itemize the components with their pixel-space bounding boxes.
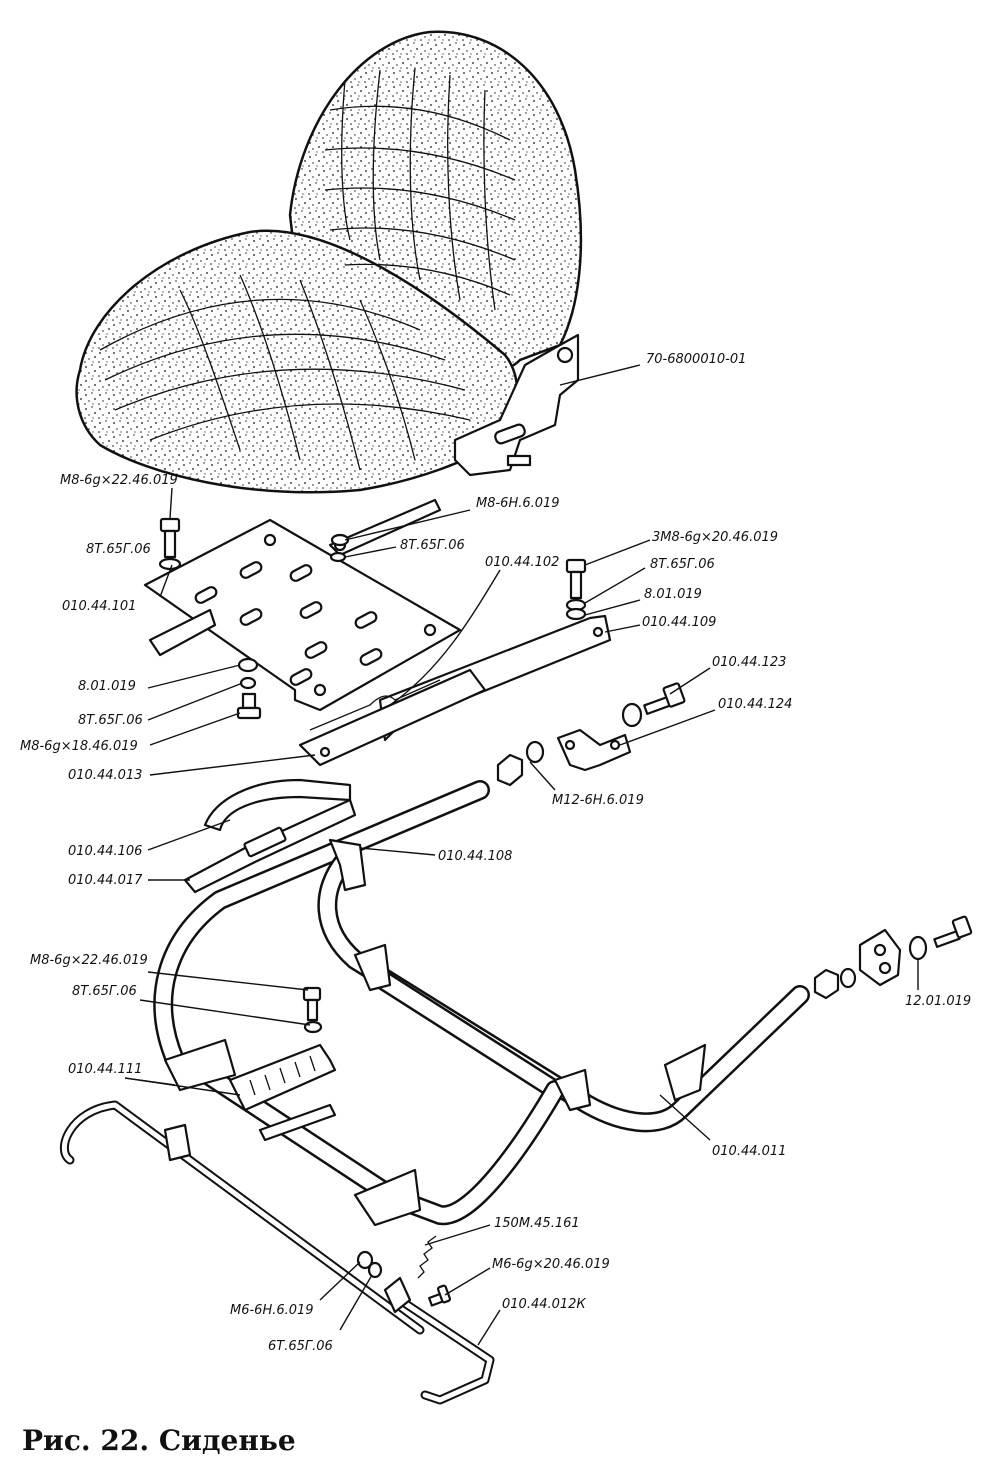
label-bolt-m6: М6-6g×20.46.019 [492,1257,610,1272]
bolt-m8-22-top-part [158,517,182,571]
label-seat: 70-6800010-01 [646,352,746,367]
label-washer-8t-e: 8Т.65Г.06 [72,984,137,999]
rail-013-part [298,668,487,767]
frame-bracket [553,1068,592,1112]
rod-bracket [163,1123,192,1162]
washer-right-end [839,967,857,989]
nut-m8-top-part [330,533,350,547]
right-end-bracket [858,928,902,987]
rail-hole [319,746,331,758]
label-nut-m6: М6-6Н.6.019 [230,1303,314,1318]
adjustment-plate-group [143,518,462,712]
plate-bracket [148,608,217,657]
label-washer-1201: 12.01.019 [905,994,971,1009]
label-bolt-3m8: 3М8-6g×20.46.019 [652,530,778,545]
bolt-m8-18-part [236,692,262,720]
rack-teeth-lines [249,1055,316,1096]
bolt-m6-part [428,1284,452,1307]
washer-8t-b-part [329,551,347,563]
backrest-quilting [324,67,516,311]
bolt-3m8-part [565,558,587,621]
spring-strip-106-part [203,778,352,832]
label-rail-109: 010.44.109 [642,615,716,630]
nut-m6-part [356,1250,374,1270]
washer-round-part [621,702,643,728]
end-bracket-hole [873,943,887,957]
label-bracket-124: 010.44.124 [718,697,792,712]
nut-right-end [813,968,840,1000]
upper-slide-strip [328,498,442,557]
label-bolt-m8-22-low: М8-6g×22.46.019 [30,953,148,968]
rail-hole [592,626,604,638]
label-washer-6t: 6Т.65Г.06 [268,1339,333,1354]
seat-assembly [75,30,583,494]
bracket-hole [609,739,621,751]
frame-bracket [353,1168,422,1227]
label-rail-013: 010.44.013 [68,768,142,783]
bolt-123-part [643,682,686,715]
label-washer-8t-b: 8Т.65Г.06 [400,538,465,553]
plate-hole [313,683,327,697]
washer-6t-part [367,1261,383,1279]
label-washer-8t-c: 8Т.65Г.06 [650,557,715,572]
label-rail-102: 010.44.102 [485,555,559,570]
frame-bracket [353,943,392,992]
label-bolt-123: 010.44.123 [712,655,786,670]
leader-lines [124,364,919,1346]
label-lever-017: 010.44.017 [68,873,143,888]
hinge-hole [556,346,574,364]
bolt-m8-22-low-part [302,986,323,1034]
bracket-124-part [556,728,632,772]
label-washer-8t-d: 8Т.65Г.06 [78,713,143,728]
bracket-108-part [328,838,367,892]
frame-bracket [663,1043,707,1102]
rod-012k-part [59,1100,495,1405]
washer-8t-d-part [239,676,257,690]
frame-foot [258,1103,337,1142]
washer-801-b-part [237,657,259,673]
frame-011-part [153,780,810,1226]
plate-slots [194,561,383,686]
label-rod-012k: 010.44.012К [502,1297,586,1312]
label-plate-101: 010.44.101 [62,599,136,614]
wire-102 [309,679,441,731]
nut-m12-part [496,753,524,787]
label-nut-m12: М12-6Н.6.019 [552,793,644,808]
washer-m12-part [525,740,545,764]
cushion-quilting [99,274,471,471]
washer-1201-part [908,935,928,961]
bracket-hole [564,739,576,751]
label-frame-011: 010.44.011 [712,1144,786,1159]
hinge-slot [494,423,526,445]
rack-111-part [163,1038,237,1092]
label-rack-111: 010.44.111 [68,1062,142,1077]
label-bolt-m8-18: М8-6g×18.46.019 [20,739,138,754]
label-washer-801-a: 8.01.019 [644,587,702,602]
seat-hinge-bracket [453,333,580,477]
lever-block [243,826,287,858]
label-washer-801-b: 8.01.019 [78,679,136,694]
bolt-right-end [933,915,973,948]
spring-150m-part [417,1235,437,1279]
part-labels: 70-6800010-01 М8-6g×22.46.019 М8-6Н.6.01… [20,352,971,1354]
label-spring-150m: 150М.45.161 [494,1216,580,1231]
hinge-tab [506,454,532,467]
plate-hole [423,623,437,637]
rod-lever-plate [383,1276,412,1314]
label-bolt-m8-22-top: М8-6g×22.46.019 [60,473,178,488]
end-bracket-hole [878,961,892,975]
label-bracket-108: 010.44.108 [438,849,512,864]
label-nut-m8-top: М8-6Н.6.019 [476,496,560,511]
plate-hole [263,533,277,547]
figure-caption: Рис. 22. Сиденье [22,1424,296,1457]
label-washer-8t-a: 8Т.65Г.06 [86,542,151,557]
label-spring-106: 010.44.106 [68,844,142,859]
